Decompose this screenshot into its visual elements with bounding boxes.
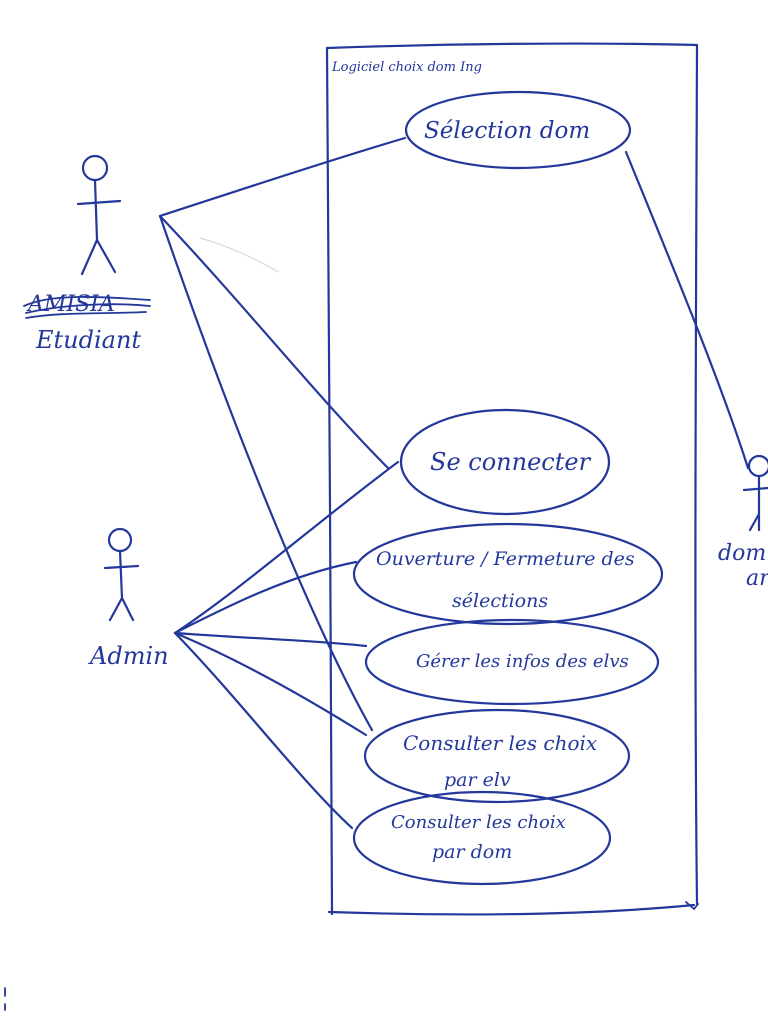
- association-domain-selection: [624, 150, 750, 470]
- associations: [158, 136, 750, 830]
- association-admin-connexion: [173, 460, 400, 635]
- usecase-choix-par-elv: Consulter les choix par elv: [363, 708, 631, 804]
- association-admin-gerer: [173, 631, 368, 648]
- actor-label-etudiant: Etudiant: [35, 326, 141, 354]
- actor-legs: [108, 596, 135, 622]
- usecase-label-line2: par dom: [432, 841, 512, 863]
- usecase-choix-par-dom: Consulter les choix par dom: [352, 790, 612, 886]
- actor-label-domain-2: ar: [746, 566, 768, 591]
- actor-head: [81, 154, 109, 182]
- association-admin-choix-elv: [173, 631, 368, 737]
- usecase-label-line2: sélections: [452, 590, 548, 612]
- actor-domain: dom ar: [718, 454, 768, 591]
- actor-legs: [748, 512, 761, 532]
- actor-arms: [742, 486, 768, 492]
- usecase-label-line1: Consulter les choix: [391, 812, 566, 833]
- faint-stroke: [199, 237, 279, 273]
- usecase-label-line2: par elv: [444, 769, 511, 791]
- actor-legs: [80, 238, 117, 276]
- actor-body: [93, 178, 99, 242]
- association-admin-ouverture: [173, 560, 358, 635]
- usecase-label: Gérer les infos des elvs: [416, 651, 629, 672]
- usecase-label-line1: Consulter les choix: [403, 731, 597, 755]
- association-admin-choix-dom: [173, 631, 354, 830]
- usecase-label: Se connecter: [430, 448, 592, 476]
- actor-arms: [76, 199, 122, 206]
- actor-arms: [103, 564, 140, 570]
- actor-admin: Admin: [88, 527, 169, 670]
- usecase-label: Sélection dom: [424, 118, 590, 144]
- system-title: Logiciel choix dom Ing: [331, 60, 482, 75]
- usecase-selection-dom: Sélection dom: [404, 90, 632, 170]
- actor-etudiant: AMISIA Etudiant: [23, 154, 151, 354]
- actor-label-admin: Admin: [88, 642, 169, 670]
- actor-head: [107, 527, 133, 553]
- system-boundary: Logiciel choix dom Ing: [325, 42, 699, 916]
- actor-head: [747, 454, 768, 478]
- usecase-ouverture-fermeture: Ouverture / Fermeture des sélections: [352, 522, 664, 626]
- association-etudiant-choix-elv: [158, 214, 374, 732]
- usecase-label-line1: Ouverture / Fermeture des: [376, 548, 635, 570]
- actor-body: [118, 549, 124, 600]
- usecase-se-connecter: Se connecter: [399, 408, 611, 516]
- crossed-out-label: AMISIA: [23, 292, 151, 319]
- usecase-gerer-infos: Gérer les infos des elvs: [364, 618, 660, 706]
- association-etudiant-connexion: [158, 214, 390, 470]
- association-etudiant-selection: [158, 136, 407, 218]
- actor-label-domain-1: dom: [718, 541, 766, 566]
